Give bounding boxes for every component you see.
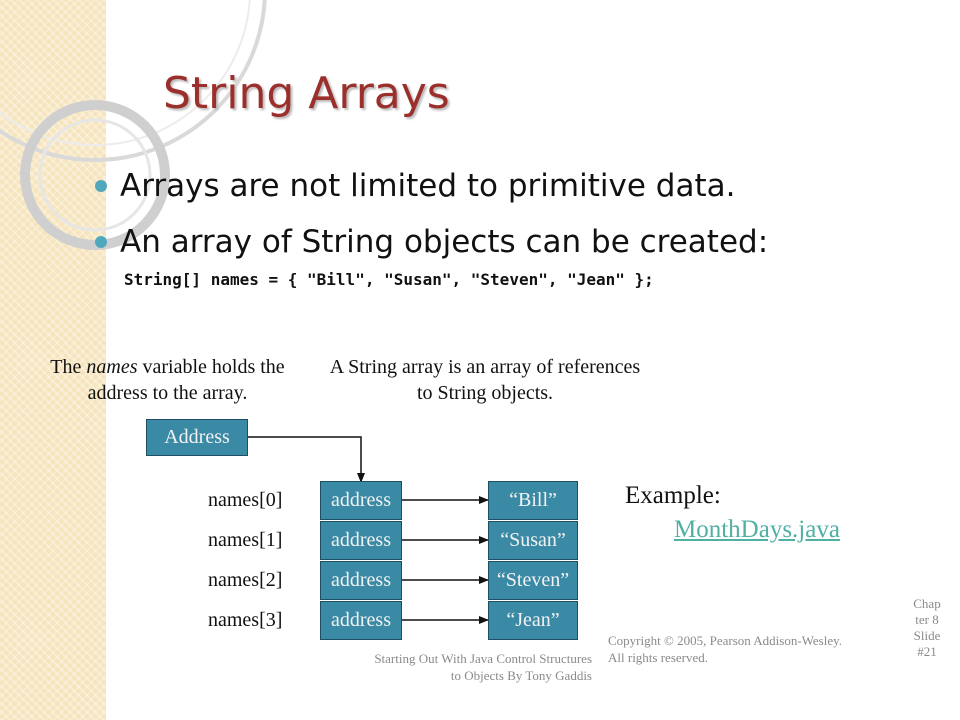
example-label: Example: bbox=[625, 482, 721, 509]
example-file-link[interactable]: MonthDays.java bbox=[674, 516, 840, 543]
address-pointer-arrow bbox=[248, 436, 365, 483]
string-object-box: “Susan” bbox=[488, 521, 578, 560]
array-index-label: names[0] bbox=[208, 489, 283, 511]
caption-text: The bbox=[50, 356, 87, 378]
string-object-box: “Jean” bbox=[488, 601, 578, 640]
footer-copyright: Copyright © 2005, Pearson Addison-Wesley… bbox=[608, 633, 843, 665]
caption-text: variable holds the address to the array. bbox=[87, 356, 285, 404]
bullet-item: An array of String objects can be create… bbox=[95, 214, 768, 270]
caption-string-array: A String array is an array of references… bbox=[329, 356, 641, 404]
array-element-box: address bbox=[320, 561, 402, 600]
slide-title: String Arrays bbox=[163, 68, 450, 119]
footer-slide-number: Chapter 8 Slide #21 bbox=[913, 596, 941, 659]
array-element-box: address bbox=[320, 481, 402, 520]
string-object-box: “Steven” bbox=[488, 561, 578, 600]
array-index-label: names[3] bbox=[208, 609, 283, 631]
bullet-item: Arrays are not limited to primitive data… bbox=[95, 158, 768, 214]
array-index-label: names[2] bbox=[208, 569, 283, 591]
caption-names-variable: The names variable holds the address to … bbox=[25, 354, 310, 406]
code-sample: String[] names = { "Bill", "Susan", "Ste… bbox=[124, 270, 654, 289]
caption-emphasis: names bbox=[86, 356, 138, 378]
string-object-box: “Bill” bbox=[488, 481, 578, 520]
address-box: Address bbox=[146, 419, 248, 456]
array-element-box: address bbox=[320, 601, 402, 640]
array-index-label: names[1] bbox=[208, 529, 283, 551]
array-element-box: address bbox=[320, 521, 402, 560]
bullet-list: Arrays are not limited to primitive data… bbox=[95, 158, 768, 270]
footer-book-credit: Starting Out With Java Control Structure… bbox=[374, 651, 592, 683]
